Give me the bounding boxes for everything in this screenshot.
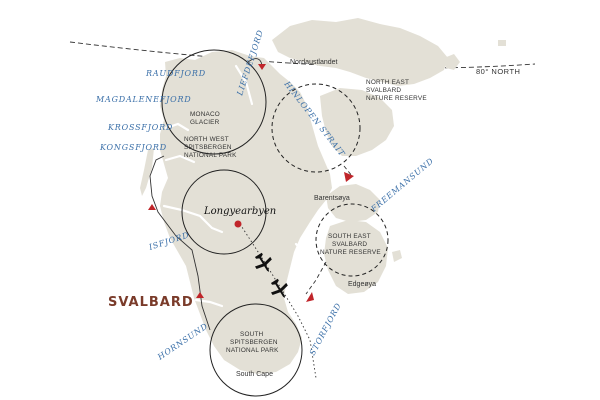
hornsund-label: HORNSUND xyxy=(155,321,209,362)
kongsfjord-label: KONGSFJORD xyxy=(99,143,167,152)
route-arrow-icon xyxy=(344,172,354,182)
edgeoya-island xyxy=(324,220,388,294)
nordaustlandet-island xyxy=(272,18,448,86)
south-east-circle xyxy=(315,203,389,277)
south-east-reserve-line-1: SOUTH EAST xyxy=(328,233,371,240)
krossfjord-label: KROSSFJORD xyxy=(107,123,173,132)
route-se-link xyxy=(305,261,327,295)
town-marker-icon xyxy=(234,220,242,228)
magdalenefjord-label: MAGDALENEFJORD xyxy=(95,95,192,104)
edgeoya-label: Edgeøya xyxy=(348,281,376,288)
land-masses xyxy=(140,18,506,374)
south-reserve-line-1: SOUTH xyxy=(240,331,264,338)
spitsbergen-island xyxy=(160,50,332,374)
storfjord-label: STORFJORD xyxy=(308,301,343,357)
south-cape-label: South Cape xyxy=(236,371,273,378)
map-title: SVALBARD xyxy=(108,295,194,310)
longyearbyen-label: Longyearbyen xyxy=(203,206,276,217)
route-ne-link xyxy=(343,165,353,177)
central-east-land xyxy=(320,88,394,156)
fjord-inlets xyxy=(162,64,320,308)
north-east-reserve-line-2: SVALBARD xyxy=(366,87,401,94)
prins-karls-forland xyxy=(140,148,154,196)
north-west-reserve-line-3: NATIONAL PARK xyxy=(184,152,237,159)
route-arrow-icon xyxy=(258,64,266,70)
south-east-reserve-line-2: SVALBARD xyxy=(332,241,367,248)
freemansund-label: FREEMANSUND xyxy=(369,156,436,214)
north-west-circle xyxy=(161,49,267,155)
route-west xyxy=(149,155,211,331)
north-east-reserve-line-1: NORTH EAST xyxy=(366,79,409,86)
kvitoya-island xyxy=(498,40,506,46)
monaco-glacier-line-2: GLACIER xyxy=(190,119,220,126)
region-circles xyxy=(161,49,389,397)
north-east-circle xyxy=(271,83,361,173)
latitude-label: 80° NORTH xyxy=(476,67,520,76)
barentsoya-island xyxy=(326,184,380,222)
nordaustlandet-label: Nordaustlandet xyxy=(290,59,338,66)
south-circle xyxy=(209,303,303,397)
barentsoya-label: Barentsøya xyxy=(314,195,350,202)
south-east-reserve-line-3: NATURE RESERVE xyxy=(320,249,381,256)
airplane-icon xyxy=(254,252,272,272)
east-islet xyxy=(392,250,402,262)
north-east-reserve-line-3: NATURE RESERVE xyxy=(366,95,427,102)
south-reserve-line-3: NATIONAL PARK xyxy=(226,347,279,354)
flight-path xyxy=(239,223,317,379)
route-arrow-icon xyxy=(306,292,314,302)
raudfjord-label: RAUDFJORD xyxy=(145,69,206,78)
south-reserve-line-2: SPITSBERGEN xyxy=(230,339,278,346)
north-west-reserve-line-2: SPITSBERGEN xyxy=(184,144,232,151)
route-arrows xyxy=(148,64,354,302)
monaco-glacier-line-1: MONACO xyxy=(190,111,220,118)
north-islet xyxy=(444,54,460,70)
route-arrow-icon xyxy=(196,292,204,298)
north-west-reserve-line-1: NORTH WEST xyxy=(184,136,229,143)
central-circle xyxy=(181,169,267,255)
route-arrow-icon xyxy=(148,204,156,210)
airplane-icon xyxy=(270,278,288,298)
